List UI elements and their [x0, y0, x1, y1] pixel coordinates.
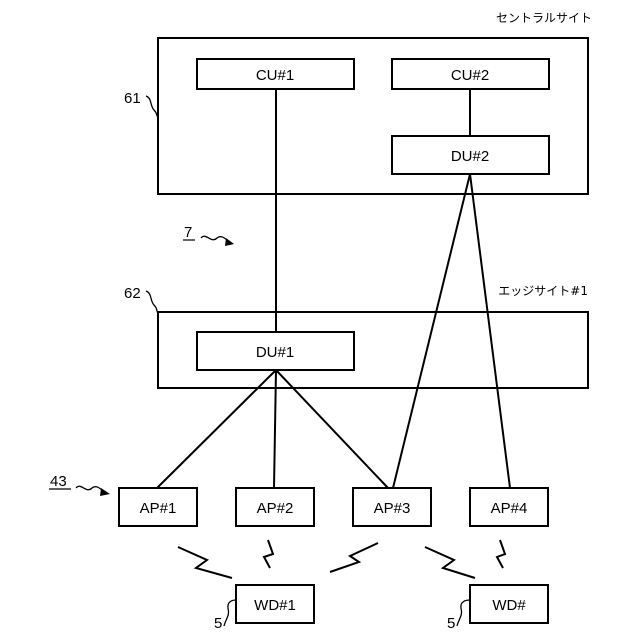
node-du2-label: DU#2 [451, 148, 489, 165]
ref-62-label: 62 [124, 285, 141, 302]
ref-62-leader [146, 291, 158, 313]
node-ap3: AP#3 [353, 488, 431, 526]
ref-7: 7 [183, 224, 234, 246]
wireless-ap3-wd2 [425, 547, 475, 578]
ref-5-wd2: 5 [447, 600, 470, 632]
ref-7-arrowhead [225, 238, 234, 246]
node-wd1-label: WD#1 [254, 597, 296, 614]
wireless-ap3-wd1 [330, 543, 378, 572]
ref-61-leader [146, 96, 158, 117]
ref-61-label: 61 [124, 90, 141, 107]
ref-61: 61 [124, 90, 158, 117]
node-wd1: WD#1 [236, 585, 314, 623]
ref-5-wd1: 5 [214, 600, 236, 632]
node-ap1-label: AP#1 [140, 500, 177, 517]
node-cu1: CU#1 [197, 59, 354, 89]
wireless-ap2-wd1 [264, 540, 273, 568]
ref-43-arrowhead [100, 488, 110, 496]
ref-5-wd2-label: 5 [447, 615, 455, 632]
node-cu2-label: CU#2 [451, 67, 489, 84]
ref-5-wd1-label: 5 [214, 615, 222, 632]
node-du1: DU#1 [197, 332, 354, 370]
node-wd2-label: WD# [492, 597, 526, 614]
node-ap2-label: AP#2 [257, 500, 294, 517]
node-ap1: AP#1 [119, 488, 197, 526]
node-cu1-label: CU#1 [256, 67, 294, 84]
wireless-ap1-wd1 [178, 547, 232, 578]
wireless-ap4-wd2 [497, 540, 505, 568]
ref-43: 43 [49, 473, 110, 496]
node-ap3-label: AP#3 [374, 500, 411, 517]
wireless-links [178, 540, 505, 578]
ref-43-label: 43 [50, 473, 67, 490]
node-ap4: AP#4 [470, 488, 548, 526]
ref-7-label: 7 [184, 224, 192, 241]
node-cu2: CU#2 [392, 59, 549, 89]
node-du1-label: DU#1 [256, 344, 294, 361]
ref-5-wd2-leader [457, 600, 470, 626]
edge-site-label: エッジサイト#1 [498, 284, 588, 298]
ref-62: 62 [124, 285, 158, 313]
ref-5-wd1-leader [224, 600, 236, 626]
central-site-label: セントラルサイト [496, 11, 592, 25]
node-ap2: AP#2 [236, 488, 314, 526]
node-wd2: WD# [470, 585, 548, 623]
node-du2: DU#2 [392, 136, 549, 174]
node-ap4-label: AP#4 [491, 500, 528, 517]
